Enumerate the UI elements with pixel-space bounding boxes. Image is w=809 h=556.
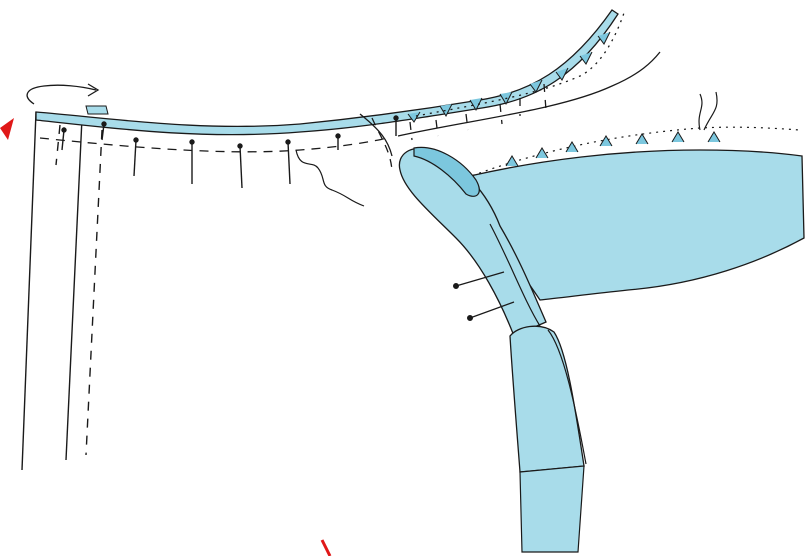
binding-tab [86,106,108,114]
pin-icon [336,134,340,150]
pin-icon [394,116,398,136]
red-triangle-marker-icon [0,118,14,140]
panel-seam-dashed [86,130,102,455]
thread-icon [296,150,364,206]
pin-icon [102,122,106,140]
panel-seam-dashed-2 [56,125,60,165]
pin-icon [190,140,194,184]
waistband-binding [36,10,618,135]
pin-icon [286,140,290,184]
pin-icon [134,138,138,176]
center-seam-dashed [372,118,392,170]
panel-outer-edge [22,112,36,470]
pin-icon [62,128,66,150]
stitch-line-waist [40,138,388,152]
front-band-tail [520,466,584,552]
pin-icon [238,144,242,188]
upper-right-panel [360,10,660,170]
garment-left-panel [22,112,102,470]
red-tick-marker [322,540,330,556]
thread-icon [699,92,717,130]
fold-arrow-icon [27,84,98,104]
panel-inner-edge [66,118,82,460]
binding-strip [36,10,618,135]
